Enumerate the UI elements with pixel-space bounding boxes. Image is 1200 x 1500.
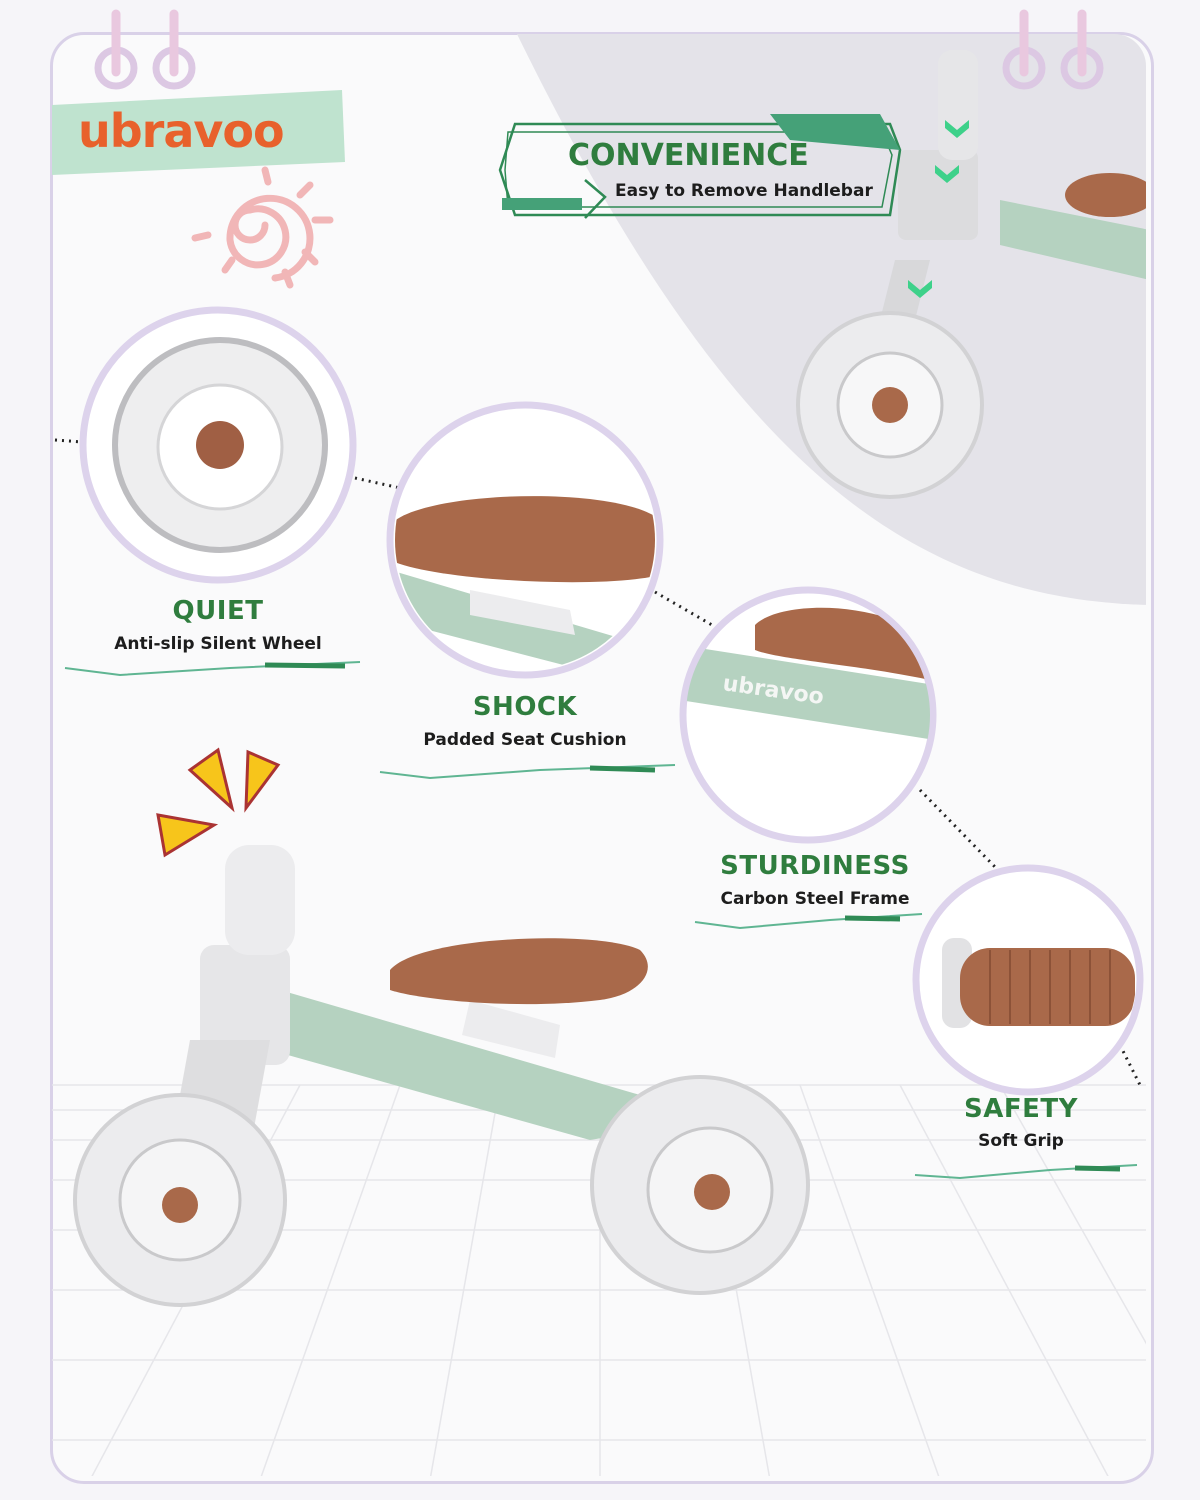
shock-subtitle: Padded Seat Cushion <box>423 730 627 750</box>
safety-title: SAFETY <box>964 1094 1078 1124</box>
safety-closeup <box>912 864 1144 1096</box>
leader-lines <box>54 438 1142 1086</box>
sun-doodle <box>191 166 334 289</box>
shock-closeup <box>386 401 664 679</box>
attention-icon <box>156 747 281 858</box>
quiet-closeup <box>79 306 357 584</box>
sturdiness-closeup: ubravoo <box>679 586 937 844</box>
decor-bars <box>264 662 1121 1172</box>
convenience-title: CONVENIENCE <box>568 138 809 173</box>
convenience-subtitle: Easy to Remove Handlebar <box>615 181 873 201</box>
sturdiness-title: STURDINESS <box>720 851 910 881</box>
logo-banner <box>52 90 345 175</box>
balance-bike <box>73 747 810 1307</box>
quiet-title: QUIET <box>172 596 264 626</box>
gray-backdrop <box>515 34 1146 605</box>
safety-subtitle: Soft Grip <box>978 1131 1064 1151</box>
handlebar-closeup <box>796 50 1146 499</box>
shock-title: SHOCK <box>472 692 578 722</box>
quiet-subtitle: Anti-slip Silent Wheel <box>114 634 322 654</box>
sturdiness-subtitle: Carbon Steel Frame <box>720 889 910 909</box>
arrow-icons <box>908 120 969 298</box>
brand-logo: ubravoo <box>78 104 285 158</box>
